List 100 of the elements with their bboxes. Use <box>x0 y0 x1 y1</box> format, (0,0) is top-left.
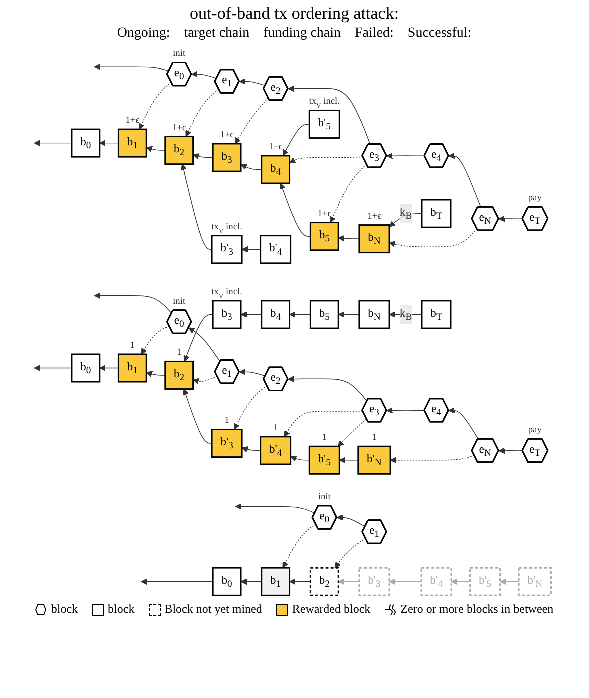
block-hexagon: e$_{N}$ <box>471 206 500 232</box>
block-hexagon: e$_{T}$ <box>522 206 549 232</box>
arrow <box>235 98 270 144</box>
node-caption: 1 <box>177 348 182 358</box>
block-box: b'$_{4}$ <box>260 235 292 264</box>
arrow <box>500 578 520 586</box>
arrow <box>94 64 170 72</box>
block-box: b$_{5}$ <box>310 300 340 330</box>
node-caption: 1+ϵ <box>269 142 283 152</box>
block-hexagon: e$_{N}$ <box>471 438 500 464</box>
arrow <box>338 418 368 447</box>
arrow <box>141 326 170 355</box>
arrow <box>386 152 426 160</box>
block-hexagon: e$_{2}$ <box>263 76 289 102</box>
arrow <box>234 386 268 430</box>
arrow <box>239 368 266 377</box>
arrow <box>288 86 371 145</box>
node-caption: 1 <box>274 423 278 434</box>
block-hexagon: e$_{0}$ <box>312 505 338 530</box>
arrow <box>100 140 120 146</box>
arrow <box>389 578 422 586</box>
block-box: b$_{4}$ <box>261 300 291 330</box>
block-hexagon: e$_{1}$ <box>214 69 240 94</box>
block-box: b$_{0}$ <box>71 128 101 158</box>
block-box: b'$_{5}$ <box>470 567 502 596</box>
block-box: b'$_{4}$ <box>421 567 452 596</box>
node-caption: 1 <box>322 433 328 444</box>
block-box: b$_{5}$ <box>310 222 340 252</box>
arrow <box>184 314 214 362</box>
node-caption: tx$_{V}$ incl. <box>212 222 243 235</box>
node-caption: 1+ϵ <box>318 209 332 220</box>
arrow <box>389 213 423 228</box>
section-label: Ongoing: <box>117 26 170 42</box>
node-caption: 1 <box>224 416 230 426</box>
block-hexagon: e$_{4}$ <box>424 398 450 423</box>
arrow <box>386 408 426 414</box>
arrow <box>335 538 366 568</box>
node-caption: 1 <box>130 340 136 351</box>
block-hexagon: e$_{0}$ <box>166 62 192 87</box>
arrow <box>188 328 221 362</box>
node-caption: init <box>173 296 186 307</box>
section-label: target chain <box>184 26 250 42</box>
arrow <box>498 216 524 222</box>
arrow <box>236 504 316 514</box>
block-box: b$_{1}$ <box>261 567 291 596</box>
section-label: Failed: <box>355 26 394 42</box>
block-hexagon: e$_{T}$ <box>522 438 549 464</box>
block-box: b$_{N}$ <box>358 300 390 330</box>
arrow <box>451 578 471 586</box>
arrow <box>239 78 266 86</box>
block-hexagon: e$_{1}$ <box>362 520 388 544</box>
block-hexagon: e$_{3}$ <box>362 144 388 168</box>
arrow <box>94 292 172 314</box>
arrow <box>282 524 317 568</box>
arrow <box>34 140 73 146</box>
arrow <box>390 455 476 464</box>
block-box: b$_{1}$ <box>118 128 148 158</box>
arrow <box>242 446 262 453</box>
block-box: b$_{2}$ <box>164 136 194 166</box>
block-box: b'$_{N}$ <box>518 567 552 596</box>
node-caption: init <box>173 49 186 60</box>
legend-text: Rewarded block <box>292 602 371 617</box>
block-box: b$_{2}$ <box>310 567 340 596</box>
node-caption: 1+ϵ <box>126 116 140 126</box>
arrow <box>280 183 312 237</box>
block-box: b'$_{N}$ <box>358 446 392 475</box>
arrow <box>338 578 360 586</box>
block-box: b$_{T}$ <box>422 300 452 330</box>
edge-label: k$_{B}$ <box>400 206 412 222</box>
arrow <box>290 312 312 318</box>
arrow <box>337 514 366 528</box>
arrow <box>242 246 262 253</box>
arrow <box>448 152 482 208</box>
block-box: b$_{3}$ <box>212 300 242 330</box>
node-caption: pay <box>528 194 542 204</box>
arrow <box>193 154 214 160</box>
arrow <box>338 235 360 242</box>
block-box: b'$_{3}$ <box>212 235 243 264</box>
arrow <box>498 448 524 454</box>
block-box: b'$_{3}$ <box>212 429 243 458</box>
section-label: funding chain <box>264 26 342 42</box>
arrow <box>183 388 213 444</box>
node-caption: 1+ϵ <box>220 130 234 140</box>
legend-text: Zero or more blocks in between <box>400 602 554 617</box>
arrow <box>240 312 262 318</box>
arrow <box>139 82 172 130</box>
block-hexagon: e$_{4}$ <box>424 144 450 168</box>
legend-text: block <box>51 602 78 617</box>
arrow <box>240 164 262 170</box>
section-label: Successful: <box>408 26 472 42</box>
node-caption: 1+ϵ <box>172 123 186 134</box>
block-box: b$_{3}$ <box>212 143 242 172</box>
node-caption: tx$_{V}$ incl. <box>309 97 340 110</box>
arrow <box>34 365 73 372</box>
block-hexagon: e$_{3}$ <box>362 398 388 423</box>
arrow <box>290 456 310 462</box>
arrow <box>290 156 364 164</box>
block-box: b$_{N}$ <box>358 224 390 254</box>
block-box: b'$_{4}$ <box>260 436 292 466</box>
arrow <box>100 365 120 372</box>
